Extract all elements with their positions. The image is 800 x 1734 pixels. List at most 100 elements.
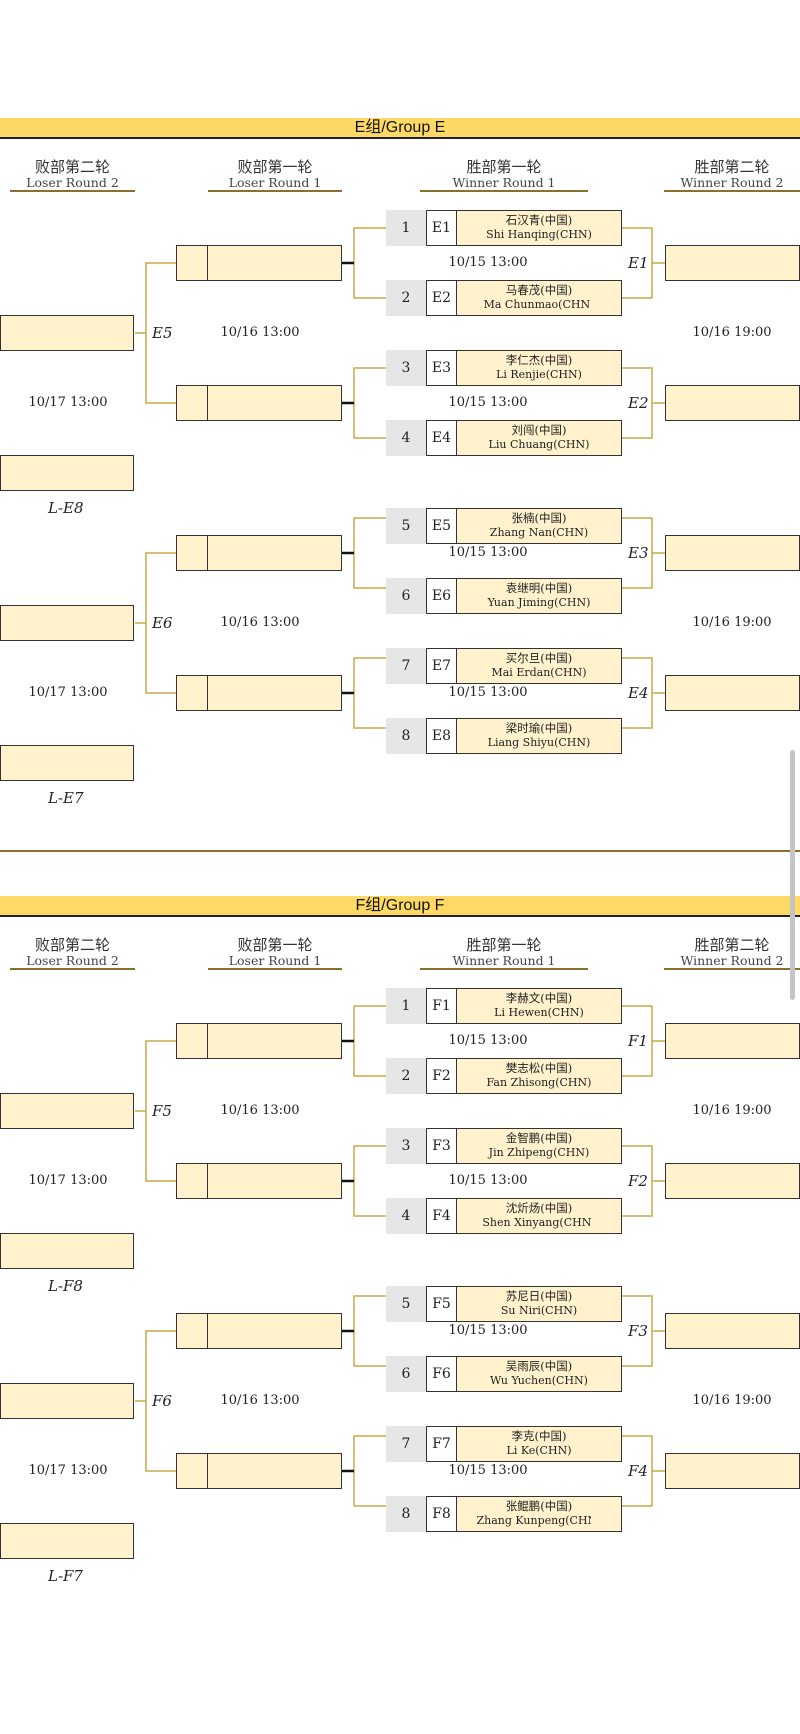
player-slot[interactable]: F8 张鲲鹏(中国) Zhang Kunpeng(CHN) [426,1496,622,1532]
winner-round2-slot[interactable] [665,675,800,711]
match-label: E3 [628,544,649,562]
loser-round2-slot[interactable] [0,315,134,351]
player-slot[interactable]: F1 李赫文(中国) Li Hewen(CHN) [426,988,622,1024]
match-time: 10/16 19:00 [692,615,772,630]
match-time: 10/17 13:00 [28,395,108,410]
group-title: F组/Group F [0,896,800,917]
match-time: 10/15 13:00 [448,545,528,560]
round-header-zh: 胜部第一轮 [466,158,542,176]
winner-round2-slot[interactable] [665,1453,800,1489]
seed-number: 7 [386,1426,426,1462]
loser-round1-slot[interactable] [176,535,342,571]
player-code: E8 [427,719,457,753]
player-code: F2 [427,1059,457,1093]
player-slot[interactable]: E2 马春茂(中国) Ma Chunmao(CHN) [426,280,622,316]
seed-cell [177,1454,208,1488]
player-name-en: Liang Shiyu(CHN) [487,736,591,749]
winner-round2-slot[interactable] [665,245,800,281]
group-e: E组/Group E 败部第二轮 Loser Round 2 败部第一轮 Los… [0,118,800,818]
winner-round2-slot[interactable] [665,1163,800,1199]
player-slot[interactable]: E5 张楠(中国) Zhang Nan(CHN) [426,508,622,544]
round-header-zh: 败部第一轮 [237,158,313,176]
player-name-en: Liu Chuang(CHN) [488,438,590,451]
player-name-zh: 吴雨辰(中国) [505,1359,573,1373]
loser-round2-slot[interactable] [0,1233,134,1269]
score-cell [591,1357,621,1391]
round-header-en: Loser Round 2 [10,954,135,970]
player-name-zh: 李赫文(中国) [505,991,573,1005]
winner-round2-slot[interactable] [665,1313,800,1349]
match-label: F6 [152,1392,172,1410]
loser-round2-slot[interactable] [0,1093,134,1129]
loser-round1-slot[interactable] [176,1313,342,1349]
seed-number: 3 [386,350,426,386]
score-cell [591,1497,621,1531]
seed-number: 2 [386,280,426,316]
loser-ref-label: L-E8 [48,499,84,517]
seed-cell [177,1164,208,1198]
round-header-en: Winner Round 1 [420,954,588,970]
loser-round2-slot[interactable] [0,1523,134,1559]
player-name-zh: 苏尼日(中国) [505,1289,573,1303]
score-cell [591,719,621,753]
player-slot[interactable]: F4 沈炘炀(中国) Shen Xinyang(CHN) [426,1198,622,1234]
round-header-winner2: 胜部第二轮 Winner Round 2 [664,158,800,192]
round-header-winner1: 胜部第一轮 Winner Round 1 [420,158,588,192]
loser-round2-slot[interactable] [0,605,134,641]
winner-round2-slot[interactable] [665,535,800,571]
loser-round1-slot[interactable] [176,1453,342,1489]
seed-number: 7 [386,648,426,684]
round-header-zh: 胜部第二轮 [694,936,770,954]
player-slot[interactable]: F3 金智鹏(中国) Jin Zhipeng(CHN) [426,1128,622,1164]
match-time: 10/16 19:00 [692,1103,772,1118]
score-cell [591,579,621,613]
player-slot[interactable]: F6 吴雨辰(中国) Wu Yuchen(CHN) [426,1356,622,1392]
player-name-zh: 梁时瑜(中国) [505,721,573,735]
winner-round2-slot[interactable] [665,1023,800,1059]
player-names: 张楠(中国) Zhang Nan(CHN) [457,509,622,543]
winner-round2-slot[interactable] [665,385,800,421]
player-name-zh: 刘闯(中国) [511,423,567,437]
player-name-zh: 买尔旦(中国) [505,651,573,665]
score-cell [591,509,621,543]
match-time: 10/15 13:00 [448,685,528,700]
player-code: F8 [427,1497,457,1531]
seed-cell [177,386,208,420]
player-name-en: Mai Erdan(CHN) [491,666,587,679]
player-slot[interactable]: F7 李克(中国) Li Ke(CHN) [426,1426,622,1462]
seed-number: 1 [386,210,426,246]
player-slot[interactable]: E7 买尔旦(中国) Mai Erdan(CHN) [426,648,622,684]
loser-round1-slot[interactable] [176,675,342,711]
player-slot[interactable]: E1 石汉青(中国) Shi Hanqing(CHN) [426,210,622,246]
player-slot[interactable]: F5 苏尼日(中国) Su Niri(CHN) [426,1286,622,1322]
player-slot[interactable]: F2 樊志松(中国) Fan Zhisong(CHN) [426,1058,622,1094]
loser-round1-slot[interactable] [176,385,342,421]
player-name-zh: 金智鹏(中国) [505,1131,573,1145]
player-slot[interactable]: E6 袁继明(中国) Yuan Jiming(CHN) [426,578,622,614]
seed-cell [177,676,208,710]
loser-round2-slot[interactable] [0,1383,134,1419]
player-slot[interactable]: E4 刘闯(中国) Liu Chuang(CHN) [426,420,622,456]
player-name-en: Li Renjie(CHN) [496,368,582,381]
player-name-zh: 李仁杰(中国) [505,353,573,367]
loser-round1-slot[interactable] [176,245,342,281]
player-code: F7 [427,1427,457,1461]
player-code: F3 [427,1129,457,1163]
loser-round1-slot[interactable] [176,1023,342,1059]
player-slot[interactable]: E3 李仁杰(中国) Li Renjie(CHN) [426,350,622,386]
player-code: E1 [427,211,457,245]
match-label: F2 [628,1172,648,1190]
score-cell [591,1427,621,1461]
loser-round2-slot[interactable] [0,455,134,491]
loser-round2-slot[interactable] [0,745,134,781]
score-cell [591,421,621,455]
scrollbar-thumb[interactable] [790,750,795,1000]
player-name-zh: 沈炘炀(中国) [505,1201,573,1215]
round-header-en: Loser Round 2 [10,176,135,192]
loser-round1-slot[interactable] [176,1163,342,1199]
bracket-connectors [135,227,665,729]
player-name-en: Wu Yuchen(CHN) [490,1374,588,1387]
player-slot[interactable]: E8 梁时瑜(中国) Liang Shiyu(CHN) [426,718,622,754]
seed-cell [177,536,208,570]
seed-number: 1 [386,988,426,1024]
